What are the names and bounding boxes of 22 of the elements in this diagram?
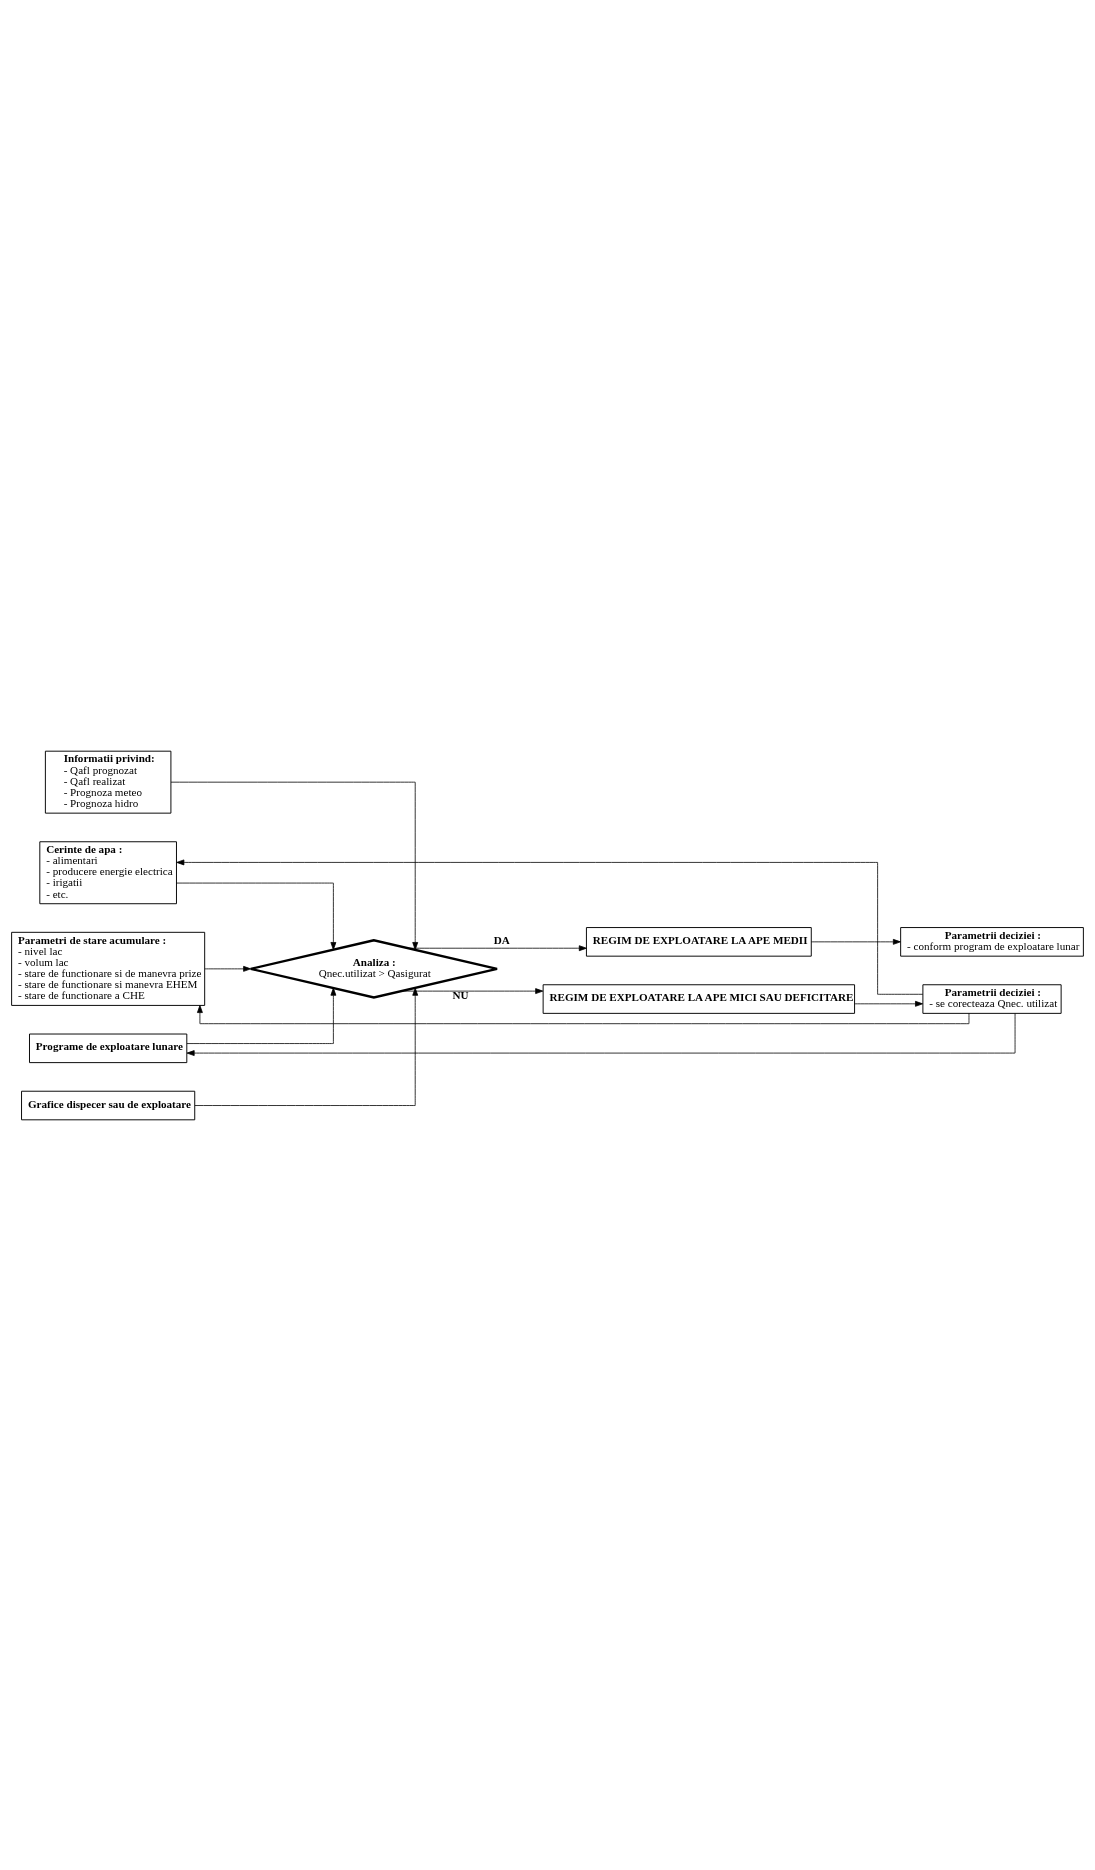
node-box: Parametri de stare acumulare : - nivel lac - volum lac - stare de functionare si de manevra prize - stare de functionare si manevra EHEM - stare de functionare a CHE xyxy=(11,931,206,1006)
node-box: Grafice dispecer sau de exploatare xyxy=(21,1090,196,1120)
node-box: Parametrii deciziei : - se corecteaza Qnec. utilizat xyxy=(922,983,1062,1014)
arrow xyxy=(400,987,544,994)
arrow xyxy=(176,859,924,995)
arrow xyxy=(204,965,252,972)
arrow xyxy=(407,944,587,951)
node-box: REGIM DE EXPLOATARE LA APE MICI SAU DEFICITARE xyxy=(542,983,856,1014)
node-box: Cerinte de apa : - alimentari - producere energie electrica - irigatii - etc. xyxy=(39,840,177,904)
arrow xyxy=(186,987,337,1044)
node-box: REGIM DE EXPLOATARE LA APE MEDII xyxy=(585,926,812,957)
arrow xyxy=(197,1004,970,1024)
node-box: Informatii privind: - Qafl prognozat - Qafl realizat - Prognoza meteo - Prognoza hidro xyxy=(44,750,172,814)
arrow xyxy=(170,781,419,950)
arrow xyxy=(176,882,337,950)
node-box: Programe de exploatare lunare xyxy=(29,1033,188,1063)
arrow xyxy=(810,938,901,945)
edge-label: NU xyxy=(452,988,469,1001)
node-box: Parametrii deciziei : - conform program de exploatare lunar xyxy=(900,926,1084,957)
arrow xyxy=(194,987,419,1106)
arrow xyxy=(854,1000,923,1007)
arrow xyxy=(186,1012,1016,1056)
